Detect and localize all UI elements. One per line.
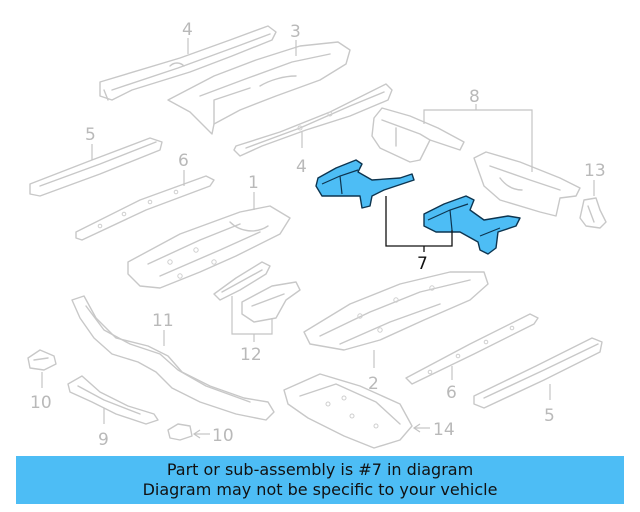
- callout-10-bottom: 10: [212, 426, 234, 446]
- callout-4-bottom: 4: [296, 157, 307, 177]
- part-7-highlighted-crossmembers: 7: [315, 159, 521, 274]
- callout-12: 12: [240, 345, 262, 365]
- callout-1: 1: [248, 173, 259, 193]
- callout-13: 13: [584, 161, 606, 181]
- part-6-left-reinforcement: 6: [75, 151, 215, 241]
- part-9-crossmember: 9: [67, 375, 159, 450]
- part-3-tunnel: 3: [167, 22, 351, 135]
- callout-6-right: 6: [446, 383, 457, 403]
- callout-9: 9: [98, 430, 109, 450]
- part-5-right-sill: 5: [473, 337, 603, 426]
- part-2-rear-floor: 2: [303, 271, 489, 394]
- banner-line-2: Diagram may not be specific to your vehi…: [142, 480, 498, 499]
- part-1-front-floor: 1: [127, 173, 291, 289]
- banner-line-1: Part or sub-assembly is #7 in diagram: [166, 460, 474, 479]
- callout-6-left: 6: [178, 151, 189, 171]
- part-5-left-sill: 5: [29, 125, 163, 197]
- callout-11: 11: [152, 311, 174, 331]
- callout-14: 14: [433, 420, 455, 440]
- callout-4-top: 4: [182, 20, 193, 40]
- part-4-lower-rail: 4: [233, 83, 393, 177]
- part-6-right-reinforcement: 6: [405, 313, 539, 403]
- part-11-side-rail: 11: [71, 295, 275, 421]
- callout-3: 3: [290, 22, 301, 42]
- callout-7: 7: [417, 254, 428, 274]
- part-8-brackets: 8: [371, 87, 581, 217]
- callout-5-left: 5: [85, 125, 96, 145]
- part-14-floor-panel: 14: [283, 373, 455, 449]
- part-13-bracket: 13: [579, 161, 607, 229]
- callout-10-left: 10: [30, 393, 52, 413]
- part-10-brackets: 10 10: [27, 349, 234, 446]
- callout-5-right: 5: [544, 406, 555, 426]
- callout-2: 2: [368, 374, 379, 394]
- callout-8: 8: [469, 87, 480, 107]
- part-12-brackets: 12: [213, 261, 301, 365]
- part-4-upper-rail: 4: [99, 20, 277, 101]
- info-banner: Part or sub-assembly is #7 in diagram Di…: [16, 456, 624, 504]
